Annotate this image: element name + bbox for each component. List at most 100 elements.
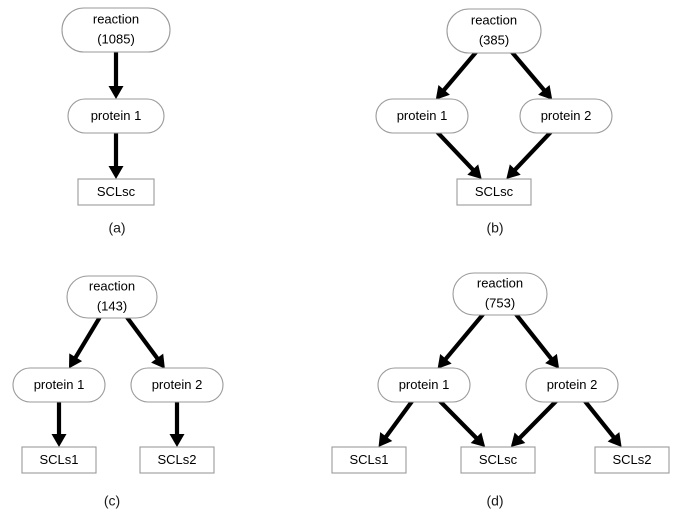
node-shape-box [456,178,532,206]
arrowhead-icon [510,432,526,447]
edge-line [442,312,486,363]
arrowhead-icon [538,85,553,100]
node-d_protein1[interactable]: protein 1 [377,367,471,403]
node-label-line2: (143) [97,298,127,313]
edge-b_protein1-to-b_sclsc [435,130,482,179]
edge-line [72,316,102,361]
node-b_reaction[interactable]: reaction (385) [446,8,542,54]
arrowhead-icon [169,434,185,447]
arrowhead-icon [68,353,83,369]
node-shape-box [460,446,536,474]
arrowhead-icon [108,86,124,99]
panel-d-edges [378,312,622,447]
arrowhead-icon [607,432,622,447]
arrowhead-icon [506,164,521,179]
arrowhead-icon [470,432,486,447]
arrowhead-icon [545,353,560,369]
panel-caption-c: (c) [104,493,120,509]
panel-caption-b: (b) [486,220,503,236]
edge-line [440,50,479,94]
node-c_reaction[interactable]: reaction (143) [66,275,158,319]
node-c_protein2[interactable]: protein 2 [130,367,224,403]
edge-c_protein1-to-c_scls1 [51,402,67,447]
arrowhead-icon [467,164,482,179]
panel-a-edges [108,52,124,179]
node-shape-rounded [377,367,471,403]
node-a_reaction[interactable]: reaction (1085) [61,7,171,53]
arrowhead-icon [108,166,124,179]
edge-b_protein2-to-b_sclsc [506,130,553,179]
node-label: protein 1 [34,377,85,392]
node-shape-box [21,446,97,474]
panel-b-nodes: reaction (385) protein 1 protein 2 SCLsc [375,8,613,206]
arrowhead-icon [151,353,165,369]
node-d_protein2[interactable]: protein 2 [525,367,619,403]
node-label: protein 1 [397,108,448,123]
node-b_protein1[interactable]: protein 1 [375,98,469,134]
node-shape-rounded [525,367,619,403]
edge-line [514,312,555,363]
node-shape-rounded [446,8,542,54]
edge-c_protein2-to-c_scls2 [169,402,185,447]
node-shape-box [331,446,407,474]
node-label-line2: (1085) [97,31,135,46]
node-a_sclsc[interactable]: SCLsc [77,178,155,206]
node-shape-rounded [375,98,469,134]
node-label-line1: reaction [471,12,517,27]
edge-d_reaction-to-d_protein2 [514,312,560,369]
edge-d_protein1-to-d_scls1 [378,400,414,447]
edge-line [124,315,161,362]
node-label: protein 2 [541,108,592,123]
node-c_protein1[interactable]: protein 1 [12,367,106,403]
edge-a_reaction-to-a_protein1 [108,52,124,99]
node-b_sclsc[interactable]: SCLsc [456,178,532,206]
panel-d: reaction (753) protein 1 protein 2 SCLs1 SCLs… [331,272,670,509]
node-label: SCLsc [479,452,518,467]
panel-d-nodes: reaction (753) protein 1 protein 2 SCLs1 SCLs… [331,272,670,474]
node-d_scls1[interactable]: SCLs1 [331,446,407,474]
node-label-line1: reaction [89,278,135,293]
node-label-line2: (753) [485,295,515,310]
node-label-line2: (385) [479,32,509,47]
panel-c: reaction (143) protein 1 protein 2 SCLs1 SCLs… [12,275,224,509]
node-a_protein1[interactable]: protein 1 [67,98,165,134]
edge-line [438,399,480,442]
node-shape-box [139,446,215,474]
panel-b-edges [435,50,553,179]
arrowhead-icon [437,353,452,369]
node-c_scls2[interactable]: SCLs2 [139,446,215,474]
edge-c_reaction-to-c_protein1 [68,316,102,369]
node-b_protein2[interactable]: protein 2 [519,98,613,134]
node-label-line1: reaction [93,11,139,26]
node-d_sclsc[interactable]: SCLsc [460,446,536,474]
edge-line [509,50,548,94]
node-label: protein 1 [91,108,142,123]
edge-b_reaction-to-b_protein1 [435,50,479,100]
node-shape-box [77,178,155,206]
edge-a_protein1-to-a_sclsc [108,133,124,179]
edge-d_reaction-to-d_protein1 [437,312,486,369]
edge-c_reaction-to-c_protein2 [124,315,165,369]
node-shape-rounded [66,275,158,319]
panel-caption-d: (d) [486,493,503,509]
node-shape-box [594,446,670,474]
node-shape-rounded [61,7,171,53]
node-label: SCLs1 [349,452,388,467]
arrowhead-icon [51,434,67,447]
node-d_reaction[interactable]: reaction (753) [452,272,548,316]
node-label: SCLs2 [612,452,651,467]
node-label: SCLsc [475,184,514,199]
edge-d_protein2-to-d_scls2 [583,399,622,447]
edge-line [583,399,617,441]
edge-line [516,399,558,442]
node-label-line1: reaction [477,275,523,290]
node-d_scls2[interactable]: SCLs2 [594,446,670,474]
panel-c-edges [51,315,185,447]
node-label: protein 1 [399,377,450,392]
node-c_scls1[interactable]: SCLs1 [21,446,97,474]
edge-line [382,400,414,441]
edge-line [511,130,553,174]
node-shape-rounded [67,98,165,134]
